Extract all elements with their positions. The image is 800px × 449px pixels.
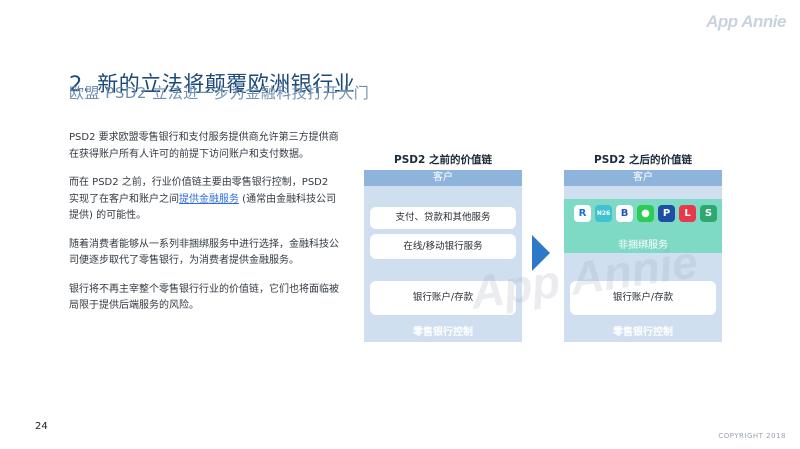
paragraph-text: (通常由金融科技公司提供) 的可能性。 (69, 193, 337, 222)
n26-icon: N26 (595, 205, 612, 222)
paragraph-banks-risk: 银行将不再主宰整个零售银行行业的价值链，它们也将面临被局限于提供后端服务的风险。 (69, 283, 339, 312)
after-chain-title: PSD2 之后的价值链 (594, 154, 692, 166)
page-subtitle: 欧盟 PSD2 立法进一步为金融科技打开大门 (69, 84, 370, 102)
brand-logo: App Annie (706, 12, 786, 31)
body-text: PSD2 要求欧盟零售银行和支付服务提供商允许第三方提供商在获得账户所有人许可的… (69, 130, 341, 327)
unbundled-services-label: 非捆绑服务 (618, 240, 668, 251)
arrow-right-icon (532, 235, 550, 271)
retail-bank-control-label: 零售银行控制 (613, 327, 673, 338)
wechat-pay-icon: ● (637, 205, 654, 222)
copyright-text: COPYRIGHT 2018 (718, 432, 786, 440)
paypal-icon: P (658, 205, 675, 222)
retail-bank-control-label: 零售银行控制 (413, 327, 473, 338)
financial-services-link[interactable]: 提供金融服务 (179, 193, 239, 205)
page-number: 24 (35, 421, 48, 432)
online-mobile-banking-box: 在线/移动银行服务 (370, 234, 516, 259)
revolut-icon: R (574, 205, 591, 222)
paragraph-value-chain: 而在 PSD2 之前，行业价值链主要由零售银行控制，PSD2 实现了在客户和账户… (69, 175, 341, 225)
payment-loan-services-box: 支付、贷款和其他服务 (370, 207, 516, 229)
paragraph-text: 而在 PSD2 之前，行业价值链主要由零售银行控制，PSD2 实现了在客户和账户… (69, 177, 329, 205)
before-chain-title: PSD2 之前的价值链 (394, 154, 492, 166)
lending-icon: L (679, 205, 696, 222)
customer-bar: 客户 (564, 170, 722, 186)
page-title: 2. 新的立法将颠覆欧洲银行业 (69, 72, 356, 97)
paragraph-unbundled-services: 随着消费者能够从一系列非捆绑服务中进行选择，金融科技公司便逐步取代了零售银行，为… (69, 238, 339, 267)
paragraph-psd2-requirement: PSD2 要求欧盟零售银行和支付服务提供商允许第三方提供商在获得账户所有人许可的… (69, 132, 339, 160)
starling-icon: S (700, 205, 717, 222)
bank-account-deposit-box: 银行账户/存款 (370, 281, 516, 315)
bitcoin-icon: B (616, 205, 633, 222)
bank-account-deposit-box: 银行账户/存款 (570, 281, 716, 315)
before-value-chain: 客户 支付、贷款和其他服务 在线/移动银行服务 银行账户/存款 零售银行控制 (364, 170, 522, 342)
customer-bar: 客户 (364, 170, 522, 186)
